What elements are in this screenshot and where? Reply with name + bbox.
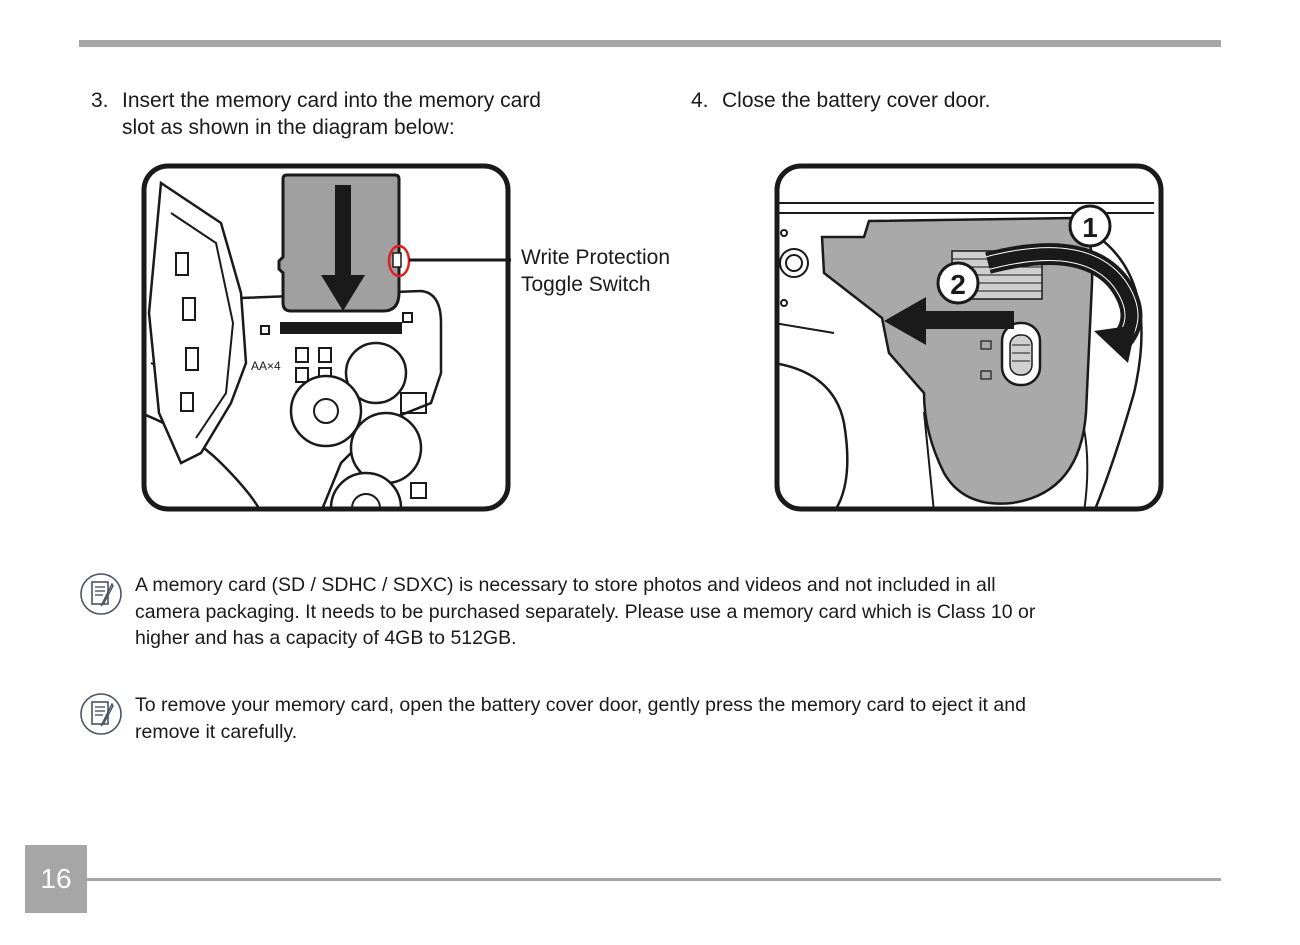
step-3-line-1: Insert the memory card into the memory c… [122,89,541,112]
note-2-line-2: remove it carefully. [135,720,298,743]
note-icon [80,573,122,615]
step-marker-1: 1 [1068,204,1112,248]
note-1-line-3: higher and has a capacity of 4GB to 512G… [135,627,517,649]
note-1-line-1: A memory card (SD / SDHC / SDXC) is nece… [135,574,996,596]
write-protection-callout: Write Protection Toggle Switch [521,244,721,298]
step-4-number: 4. [691,89,709,112]
step-marker-2: 2 [936,261,980,305]
battery-count-label: AA×4 [251,359,281,373]
step-3-number: 3. [91,89,109,112]
note-1-text: A memory card (SD / SDHC / SDXC) is nece… [135,572,1225,652]
arrow-left-icon [884,297,1014,345]
callout-line-1: Write Protection [521,246,670,269]
curved-arrow-icon [985,243,1143,363]
step-3-text: Insert the memory card into the memory c… [122,87,541,141]
note-2-text: To remove your memory card, open the bat… [135,692,1225,745]
step-3: 3. Insert the memory card into the memor… [91,87,631,143]
top-rule [79,40,1221,47]
step-3-line-2: slot as shown in the diagram below: [122,116,455,139]
step-4-text: Close the battery cover door. [722,89,991,112]
marker-1-label: 1 [1082,212,1098,243]
note-1-line-2: camera packaging. It needs to be purchas… [135,600,1036,623]
page-number: 16 [25,845,87,913]
arrow-down-icon [321,185,365,311]
step-4: 4. Close the battery cover door. [691,87,1191,117]
battery-door-closing-illustration: 1 2 [774,163,1164,512]
callout-line-2: Toggle Switch [521,273,651,296]
note-memory-card-requirement: A memory card (SD / SDHC / SDXC) is nece… [79,572,1229,662]
note-icon [80,693,122,735]
memory-card-insertion-illustration: AA×4 [141,163,511,512]
marker-2-label: 2 [950,269,966,300]
note-2-line-1: To remove your memory card, open the bat… [135,694,1026,716]
note-remove-memory-card: To remove your memory card, open the bat… [79,692,1229,752]
bottom-rule [87,878,1221,881]
